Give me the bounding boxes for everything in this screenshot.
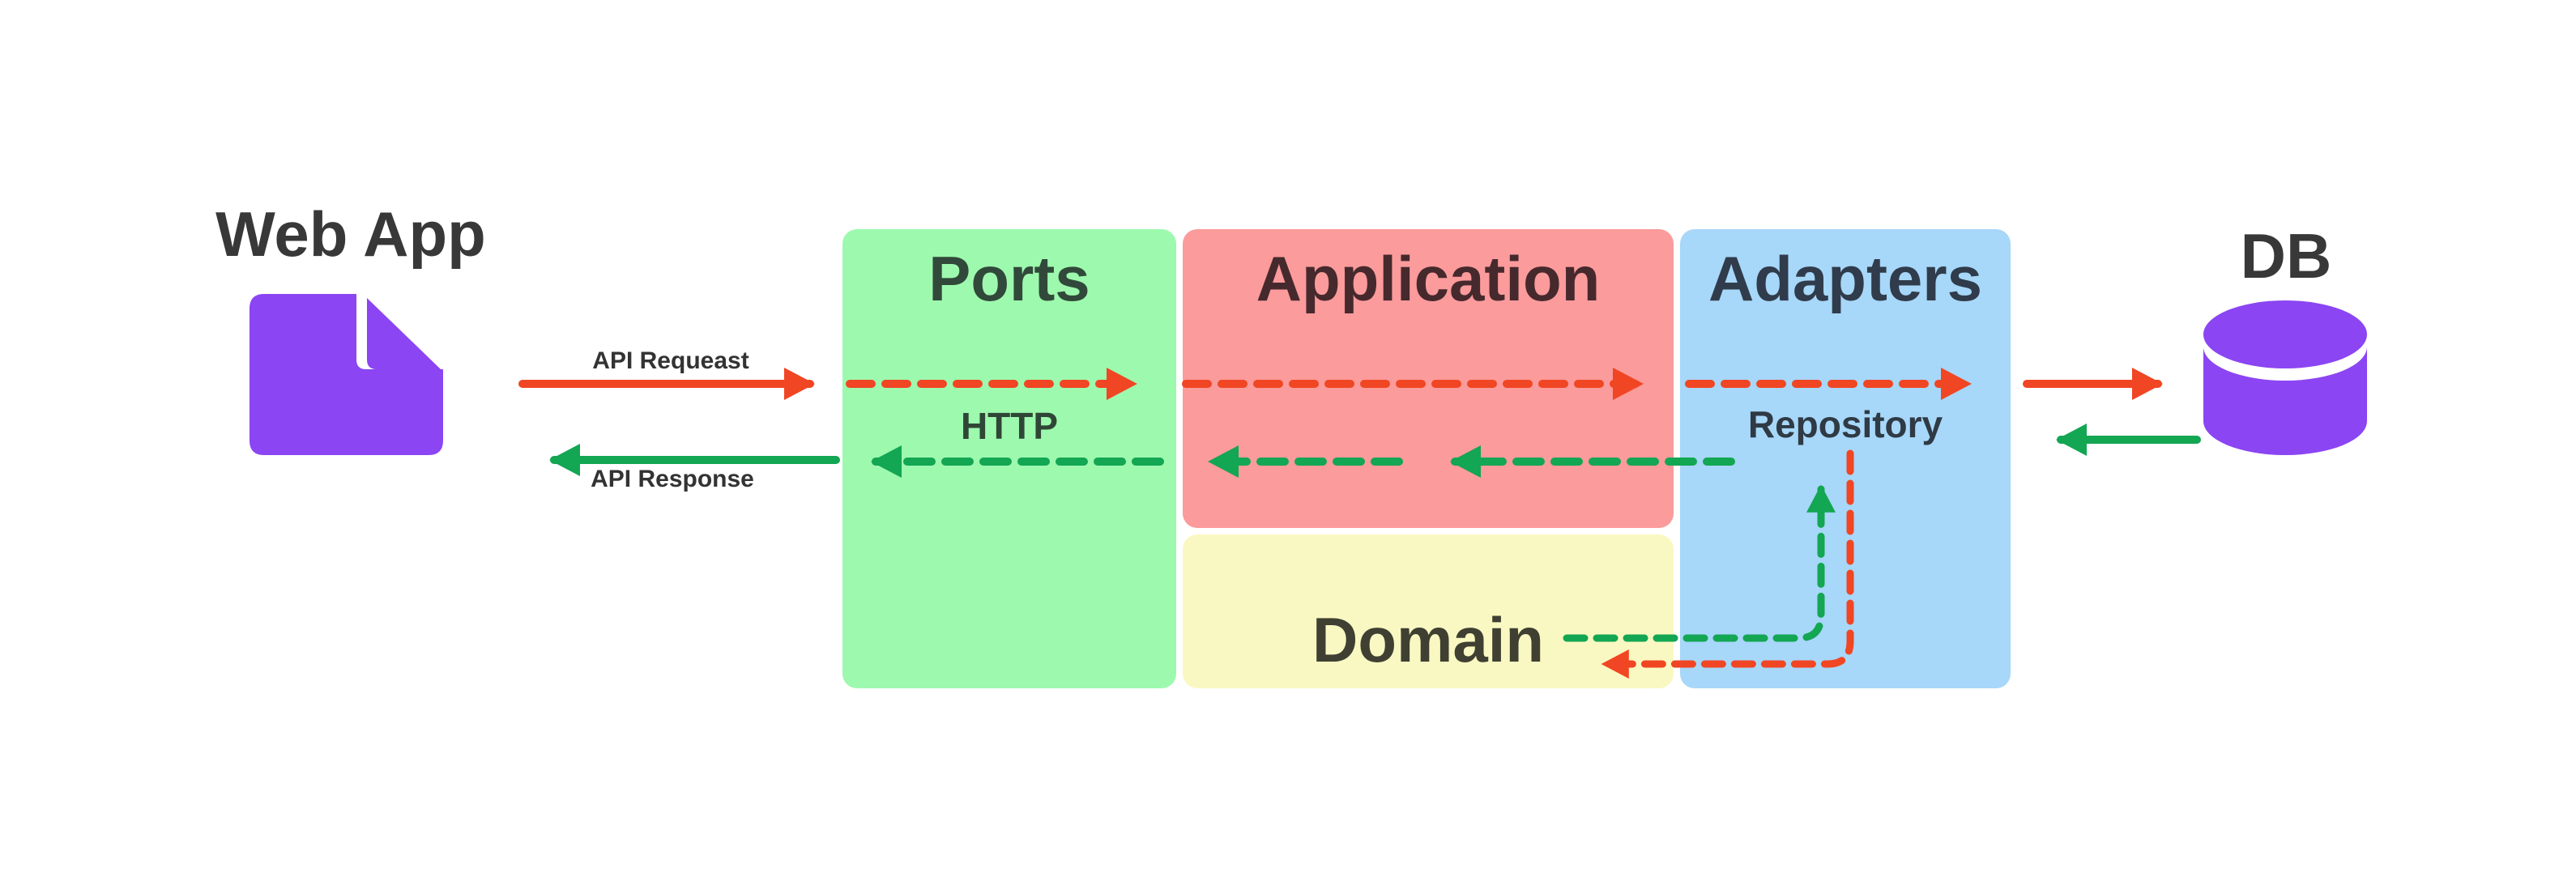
database-top [2203, 300, 2367, 368]
document-body [249, 294, 443, 455]
domain-header: Domain [1311, 604, 1545, 675]
application-header: Application [1256, 243, 1601, 314]
repository-label: Repository [1747, 403, 1943, 445]
adapters-header: Adapters [1708, 243, 1983, 314]
domain-to-repository-dashed-arrow [1563, 484, 1836, 642]
web-app-label: Web App [215, 198, 486, 270]
repository-to-domain-dashed-arrow [1601, 449, 1854, 679]
layer-box-domain [1183, 534, 1674, 688]
db-label: DB [2240, 220, 2332, 292]
ports-header: Ports [928, 243, 1090, 314]
api-request-label: API Requeast [592, 347, 749, 374]
api-response-label: API Response [591, 466, 754, 492]
database-cylinder-icon [2203, 300, 2367, 455]
http-label: HTTP [960, 405, 1059, 447]
database-body [2203, 347, 2367, 455]
document-folded-corner [367, 298, 441, 369]
layer-box-adapters [1680, 229, 2011, 688]
document-icon [249, 294, 443, 455]
layer-box-application [1183, 229, 1674, 528]
